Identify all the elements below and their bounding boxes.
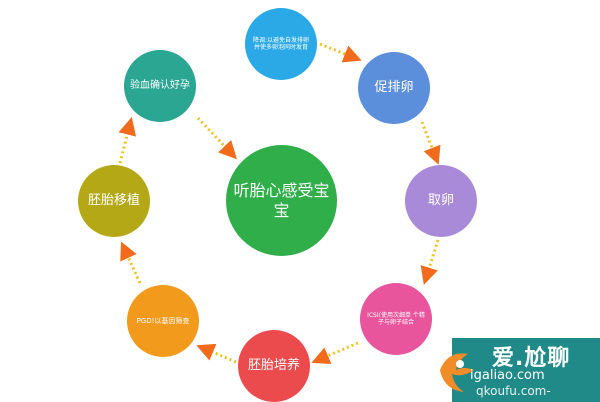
step-label: 降调:以避免自发排卵 并使多卵泡同时发育 — [252, 36, 310, 52]
step-egg-retrieval: 取卵 — [405, 165, 477, 237]
center-goal: 听胎心感受宝宝 — [226, 145, 337, 256]
arrow-7-to-8 — [118, 117, 137, 164]
step-label: 促排卵 — [374, 79, 414, 95]
watermark-logo-icon — [440, 353, 474, 392]
watermark-background — [452, 338, 600, 402]
step-ovulation-induction: 促排卵 — [358, 52, 430, 124]
step-label: ICSI(使用次细单 个精子与卵子结合 — [367, 311, 425, 327]
arrow-2-to-3 — [420, 121, 441, 165]
watermark-brand: 爱.尬聊 — [492, 346, 571, 371]
step-embryo-transfer: 胚胎移植 — [78, 165, 150, 237]
step-embryo-culture: 胚胎培养 — [238, 330, 310, 402]
step-downregulation: 降调:以避免自发排卵 并使多卵泡同时发育 — [245, 8, 317, 80]
arrow-1-to-2 — [319, 42, 362, 63]
arrow-4-to-5 — [311, 341, 359, 365]
center-label: 听胎心感受宝宝 — [233, 180, 330, 220]
arrow-3-to-4 — [420, 239, 440, 285]
arrow-8-to-center — [196, 116, 237, 160]
step-blood-test: 验血确认好孕 — [124, 50, 196, 122]
watermark-url-secondary: qkoufu.com- — [476, 384, 551, 398]
step-icsi: ICSI(使用次细单 个精子与卵子结合 — [360, 283, 432, 355]
step-label: 取卵 — [427, 192, 454, 208]
step-pgd: PGD!以基因筛查 — [127, 285, 199, 357]
step-label: PGD!以基因筛查 — [136, 316, 190, 325]
watermark-url: igaliao.com — [470, 368, 545, 383]
arrow-5-to-6 — [196, 343, 237, 364]
step-label: 胚胎移植 — [87, 192, 140, 208]
watermark: 爱.尬聊 igaliao.com qkoufu.com- — [432, 338, 600, 402]
step-label: 胚胎培养 — [247, 357, 300, 373]
step-label: 验血确认好孕 — [130, 79, 190, 91]
arrow-6-to-7 — [120, 241, 142, 284]
